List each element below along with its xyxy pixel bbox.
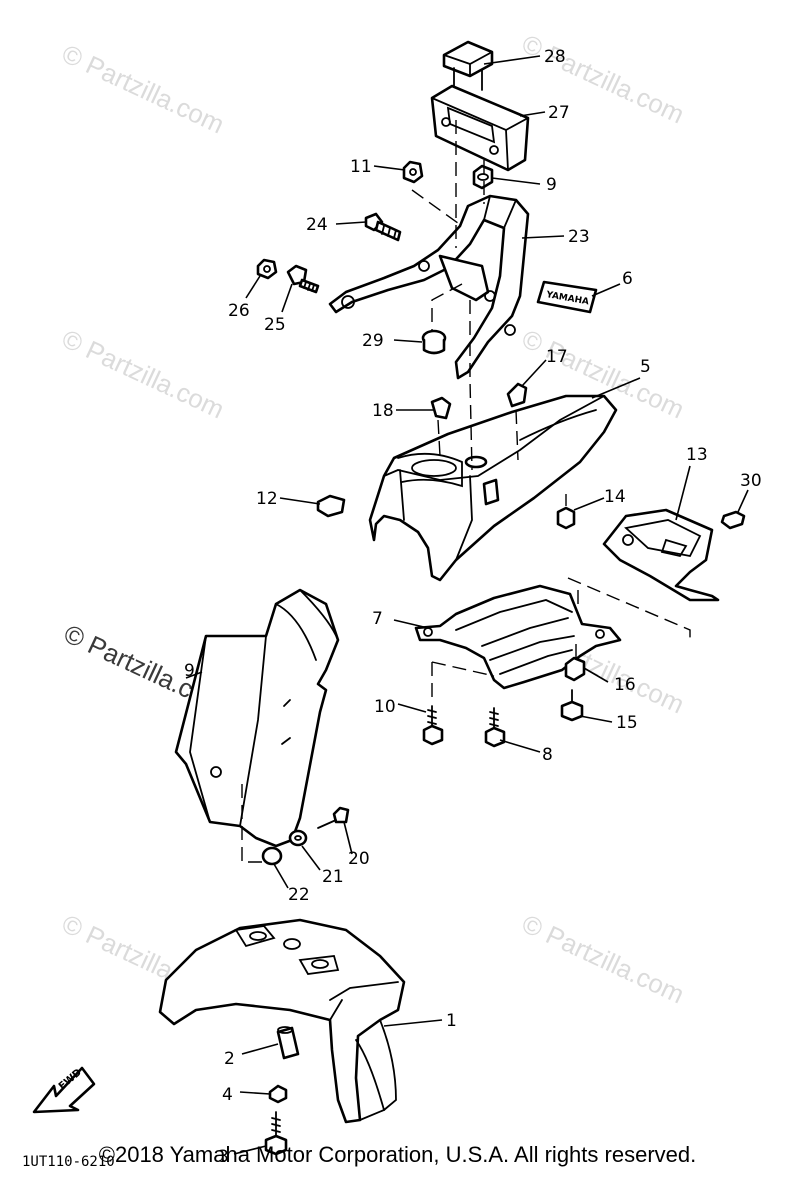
callout-18: 18	[372, 401, 394, 421]
copyright-notice: ©2018 Yamaha Motor Corporation, U.S.A. A…	[98, 1142, 697, 1167]
callout-30: 30	[740, 471, 762, 491]
watermark: © Partzilla.com	[517, 908, 688, 1009]
part-22-washer	[261, 846, 283, 866]
callout-26: 26	[228, 301, 250, 321]
watermark: © Partzilla.com	[57, 38, 228, 139]
part-26-nut	[256, 258, 278, 280]
callout-11: 11	[350, 157, 372, 177]
part-25-bolt	[286, 264, 320, 294]
part-14-nut	[556, 506, 576, 530]
part-11-nut	[402, 160, 424, 184]
callout-3: 3	[218, 1147, 229, 1167]
part-5-rear-fender	[368, 394, 618, 582]
diagram-code: 1UT110-6210	[22, 1154, 115, 1170]
callout-24: 24	[306, 215, 328, 235]
part-24-bolt	[364, 212, 402, 242]
watermark: © Partzilla.com	[57, 323, 228, 424]
leader-lines	[185, 55, 749, 1155]
part-17-clip	[506, 382, 528, 408]
part-10-bolt	[422, 705, 444, 746]
watermark: © Partzilla.com	[517, 28, 688, 129]
callout-25: 25	[264, 315, 286, 335]
callout-29: 29	[362, 331, 384, 351]
callout-10: 10	[374, 697, 396, 717]
part-29-grommet	[421, 329, 447, 355]
callout-4: 4	[222, 1085, 233, 1105]
part-2-collar	[276, 1026, 300, 1060]
part-15-bolt	[560, 689, 584, 722]
callout-9b: 9	[184, 661, 195, 681]
part-8-bolt	[484, 707, 506, 748]
callout-15: 15	[616, 713, 638, 733]
part-3-bolt	[264, 1111, 288, 1156]
callout-8: 8	[542, 745, 553, 765]
callout-20: 20	[348, 849, 370, 869]
part-30-block	[720, 510, 746, 530]
part-16-nut	[564, 656, 586, 682]
part-13-reflector-bracket	[602, 508, 720, 602]
part-20-screw	[317, 806, 350, 829]
callout-17: 17	[546, 347, 568, 367]
part-4-washer	[268, 1084, 288, 1104]
callout-7: 7	[372, 609, 383, 629]
callout-12: 12	[256, 489, 278, 509]
callout-13: 13	[686, 445, 708, 465]
part-1-front-fender	[158, 918, 406, 1124]
alignment-lines	[241, 120, 691, 863]
callout-22: 22	[288, 885, 310, 905]
part-6-decal: YAMAHA	[536, 280, 598, 314]
callout-9: 9	[546, 175, 557, 195]
callout-28: 28	[544, 47, 566, 67]
part-12-clip	[316, 494, 346, 518]
callout-6: 6	[622, 269, 633, 289]
part-28-bracket	[442, 40, 494, 91]
callout-14: 14	[604, 487, 626, 507]
callouts: 28 27 11 9 24 23 6 26 25 29 17 5 18 13 3…	[184, 47, 762, 1167]
part-21-washer	[288, 829, 308, 847]
part-18-clip	[430, 396, 452, 420]
callout-27: 27	[548, 103, 570, 123]
part-9-nut	[472, 164, 494, 190]
callout-2: 2	[224, 1049, 235, 1069]
part-27-plate	[430, 84, 530, 172]
part-23-grab-bar	[328, 194, 530, 380]
fwd-arrow: FWD	[32, 1066, 96, 1114]
callout-23: 23	[568, 227, 590, 247]
callout-16: 16	[614, 675, 636, 695]
part-inner-fender	[174, 588, 340, 848]
callout-21: 21	[322, 867, 344, 887]
callout-5: 5	[640, 357, 651, 377]
callout-1: 1	[446, 1011, 457, 1031]
